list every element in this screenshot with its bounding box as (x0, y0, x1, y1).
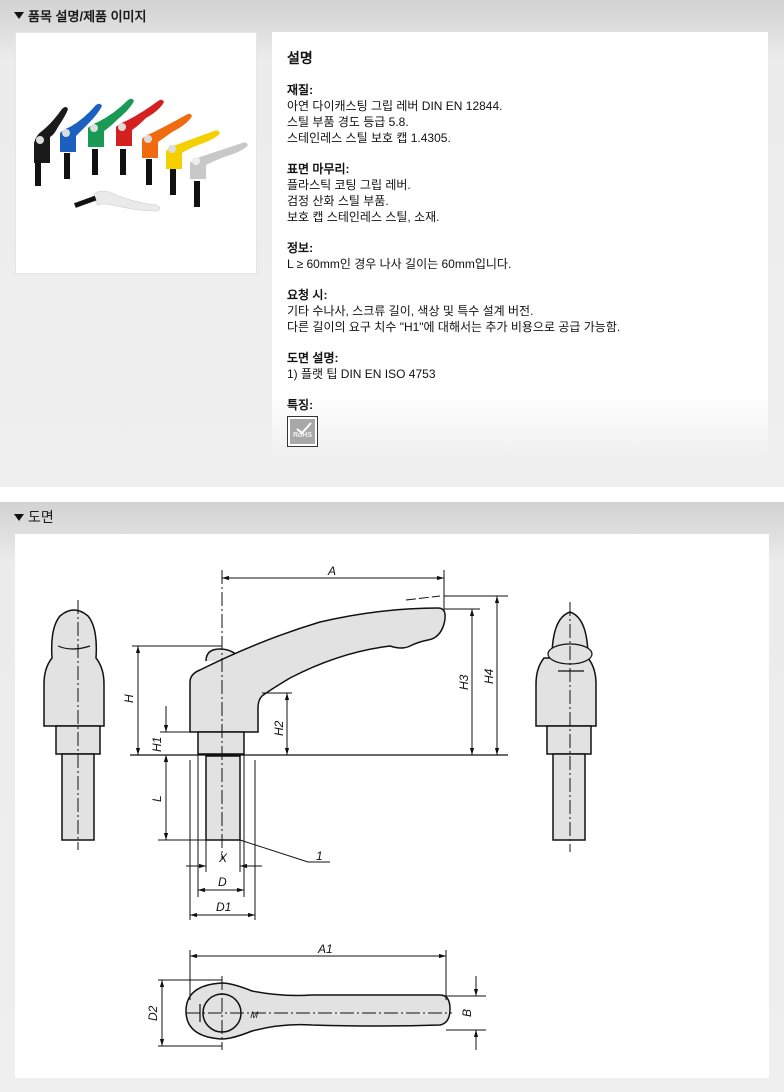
description-section-header[interactable]: 품목 설명/제품 이미지 (0, 0, 784, 30)
block-label: 도면 설명: (287, 351, 339, 365)
dim-label-L: L (150, 795, 164, 802)
block-line: 1) 플랫 팁 DIN EN ISO 4753 (287, 367, 436, 381)
dim-label-H4: H4 (482, 668, 496, 684)
dim-label-H3: H3 (457, 674, 471, 690)
surface-finish-block: 표면 마무리: 플라스틱 코팅 그립 레버. 검정 산화 스틸 부품. 보호 캡… (287, 161, 752, 225)
block-label: 요청 시: (287, 288, 328, 302)
description-panel: 설명 재질: 아연 다이캐스팅 그립 레버 DIN EN 12844. 스틸 부… (272, 32, 768, 460)
collapse-triangle-icon[interactable] (14, 514, 24, 521)
dim-label-A1: A1 (317, 942, 333, 956)
colored-levers-image (34, 98, 248, 212)
block-line: 기타 수나사, 스크류 길이, 색상 및 특수 설계 버전. (287, 304, 534, 318)
right-side-view (535, 602, 597, 852)
top-view-lever (185, 976, 452, 1050)
features-block: 특징: RoHS (287, 397, 752, 447)
dim-label-H1: H1 (150, 737, 164, 752)
dim-label-X: X (218, 851, 228, 865)
technical-drawing: A H H1 H2 H3 H4 L X D D1 1 A1 D2 B Ꮇ (15, 534, 769, 1078)
lever-blue (60, 103, 102, 179)
block-line: 스틸 부품 경도 등급 5.8. (287, 115, 409, 129)
description-title: 설명 (287, 50, 313, 66)
lever-orange (142, 113, 192, 185)
lever-technical-drawing: A H H1 H2 H3 H4 L X D D1 1 A1 D2 B Ꮇ (43, 564, 597, 1050)
description-section: 품목 설명/제품 이미지 (0, 0, 784, 487)
drawing-section-header[interactable]: 도면 (0, 502, 784, 532)
lever-red (116, 99, 164, 175)
front-view-lever (189, 570, 446, 860)
dim-label-H: H (122, 694, 136, 703)
block-line: 스테인레스 스틸 보호 캡 1.4305. (287, 131, 451, 145)
block-line: 검정 산화 스틸 부품. (287, 194, 389, 208)
on-request-block: 요청 시: 기타 수나사, 스크류 길이, 색상 및 특수 설계 버전. 다른 … (287, 287, 752, 335)
info-block: 정보: L ≥ 60mm인 경우 나사 길이는 60mm입니다. (287, 240, 752, 272)
dim-label-H2: H2 (272, 720, 286, 736)
features-label: 특징: (287, 398, 314, 412)
drawing-section: 도면 (0, 502, 784, 1092)
collapse-triangle-icon[interactable] (14, 12, 24, 19)
block-line: 아연 다이캐스팅 그립 레버 DIN EN 12844. (287, 99, 503, 113)
callout-1: 1 (316, 849, 323, 863)
lever-grey (190, 142, 248, 207)
rohs-badge[interactable]: RoHS (287, 416, 318, 447)
product-image[interactable] (15, 32, 257, 274)
lever-black (34, 107, 68, 186)
lever-white (74, 190, 160, 212)
block-line: 보호 캡 스테인레스 스틸, 소재. (287, 210, 440, 224)
manufacturer-logo-icon: Ꮇ (250, 1010, 259, 1020)
rohs-badge-label: RoHS (292, 432, 313, 439)
drawing-note-block: 도면 설명: 1) 플랫 팁 DIN EN ISO 4753 (287, 350, 752, 382)
left-side-view (43, 600, 105, 850)
dim-label-D2: D2 (146, 1005, 160, 1021)
rohs-check-icon: RoHS (290, 419, 315, 444)
description-section-title: 품목 설명/제품 이미지 (28, 8, 147, 24)
block-line: 플라스틱 코팅 그립 레버. (287, 178, 411, 192)
block-line: L ≥ 60mm인 경우 나사 길이는 60mm입니다. (287, 257, 512, 271)
material-block: 재질: 아연 다이캐스팅 그립 레버 DIN EN 12844. 스틸 부품 경… (287, 82, 752, 146)
drawing-section-title: 도면 (28, 509, 54, 525)
lever-green (88, 98, 134, 175)
lever-yellow (166, 130, 220, 195)
dim-label-D1: D1 (216, 900, 231, 914)
block-label: 정보: (287, 241, 314, 255)
block-line: 다른 길이의 요구 치수 "H1"에 대해서는 추가 비용으로 공급 가능함. (287, 320, 621, 334)
block-label: 표면 마무리: (287, 162, 350, 176)
dim-label-D: D (218, 875, 227, 889)
dim-label-B: B (460, 1009, 474, 1017)
block-label: 재질: (287, 83, 314, 97)
dim-label-A: A (327, 564, 336, 578)
